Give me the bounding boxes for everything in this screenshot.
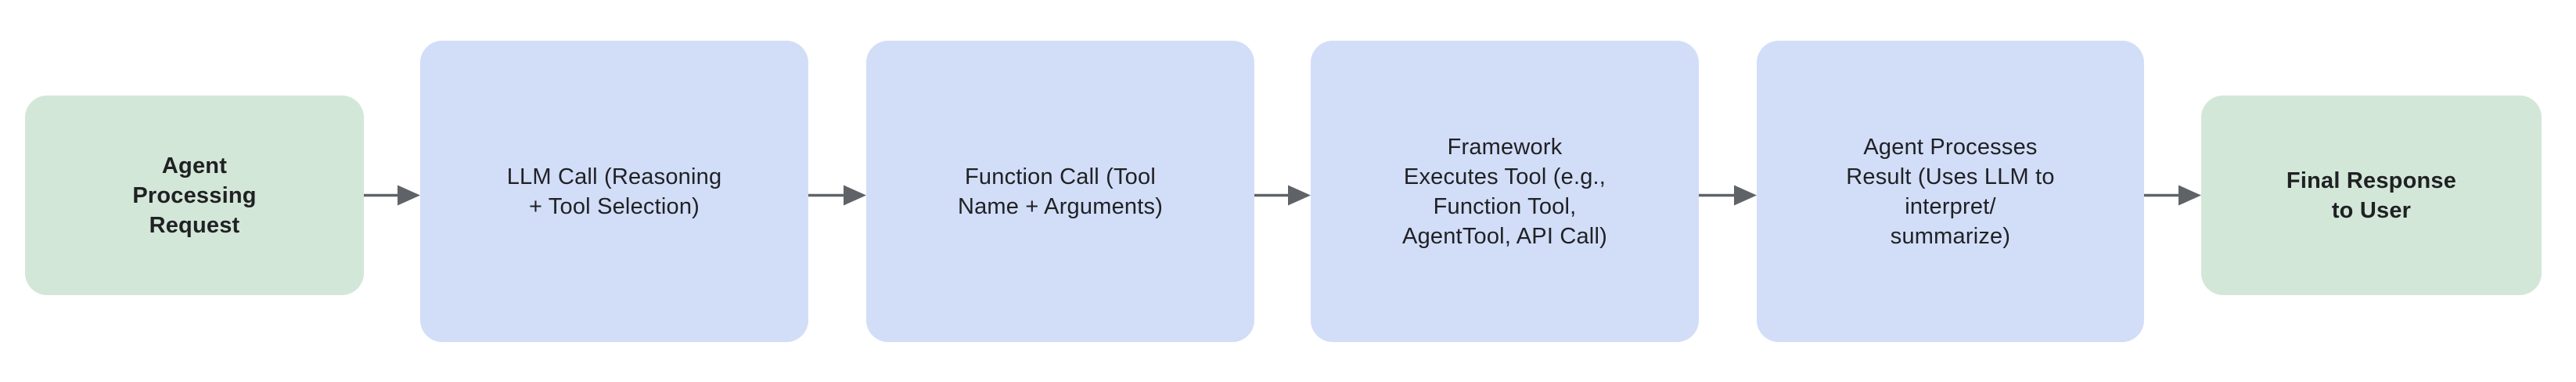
flow-arrow-2 <box>808 185 866 206</box>
node-llm-call-label: LLM Call (Reasoning + Tool Selection) <box>506 164 722 219</box>
node-function-call-label: Function Call (Tool Name + Arguments) <box>957 164 1164 219</box>
node-agent-processing-request-label: Agent Processing Request <box>132 153 257 238</box>
node-agent-processing-request: Agent Processing Request <box>25 96 364 295</box>
flow-arrow-3 <box>1254 185 1311 206</box>
node-framework-executes-tool: Framework Executes Tool (e.g., Function … <box>1311 41 1699 342</box>
flow-arrow-4 <box>1699 185 1757 206</box>
node-function-call: Function Call (Tool Name + Arguments) <box>866 41 1254 342</box>
node-agent-processes-result-label: Agent Processes Result (Uses LLM to inte… <box>1846 134 2055 249</box>
flow-arrow-5 <box>2144 185 2201 206</box>
node-final-response-to-user: Final Response to User <box>2201 96 2542 295</box>
node-llm-call: LLM Call (Reasoning + Tool Selection) <box>420 41 808 342</box>
node-agent-processes-result: Agent Processes Result (Uses LLM to inte… <box>1757 41 2144 342</box>
node-framework-executes-tool-label: Framework Executes Tool (e.g., Function … <box>1402 134 1607 249</box>
flow-arrow-1 <box>364 185 420 206</box>
node-final-response-to-user-label: Final Response to User <box>2286 168 2457 223</box>
